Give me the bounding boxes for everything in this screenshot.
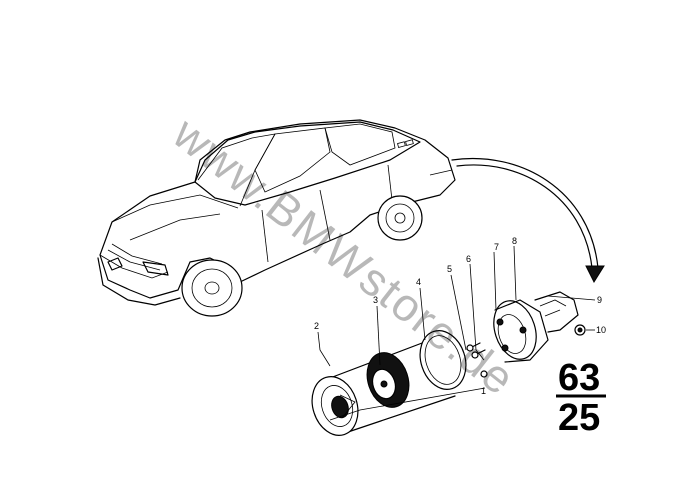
callout-3: 3 [373,295,378,305]
callout-7: 7 [494,242,499,252]
callout-2: 2 [314,321,319,331]
callout-6: 6 [466,254,471,264]
leader-lines [317,245,596,421]
exploded-assembly [311,291,586,436]
callout-5: 5 [447,264,452,274]
connector-arrow [451,157,605,284]
callout-1: 1 [481,386,486,396]
callout-4: 4 [416,277,421,287]
callout-10: 10 [596,325,606,335]
car-illustration [97,119,456,317]
group-code-sub: 25 [558,397,600,439]
callout-9: 9 [597,295,602,305]
callout-8: 8 [512,236,517,246]
callout-labels: 1 2 3 4 5 6 7 8 9 10 [314,236,606,396]
group-code-main: 63 [558,357,600,399]
group-code: 63 25 [556,357,606,439]
watermark: www.BMWstore.de [163,106,526,405]
